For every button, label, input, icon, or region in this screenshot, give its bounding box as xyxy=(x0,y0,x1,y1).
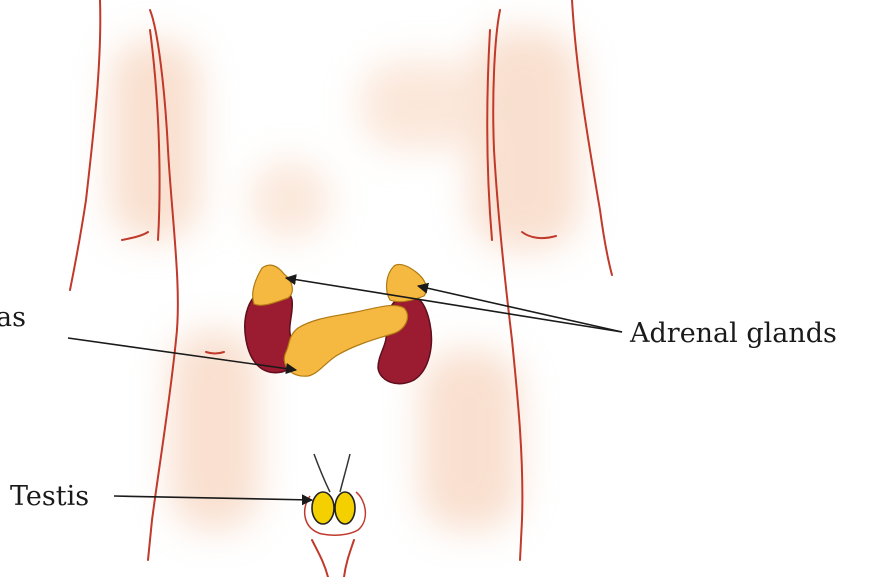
right-elbow-crease xyxy=(521,231,557,240)
torso-right-outline xyxy=(492,9,524,561)
pancreas-leader xyxy=(67,337,298,375)
adrenal-glands-label: Adrenal glands xyxy=(629,318,837,349)
testis-label: Testis xyxy=(10,481,89,512)
adrenal-leader-right xyxy=(416,282,623,333)
torso-left-outline xyxy=(147,9,179,561)
arm-inner-right-outline xyxy=(486,29,493,241)
adrenal-leader-left xyxy=(284,274,623,333)
groin-right-line xyxy=(343,539,355,577)
adrenal-glands xyxy=(252,263,428,306)
pancreas-label: as xyxy=(0,302,26,333)
spermatic-cord-left xyxy=(313,453,331,493)
body-outline xyxy=(69,0,613,577)
left-elbow-crease xyxy=(121,231,149,241)
testes xyxy=(303,453,367,536)
pancreas xyxy=(283,304,409,377)
navel-mark xyxy=(205,351,225,355)
body-shading xyxy=(110,30,580,530)
arm-left-outline xyxy=(69,0,102,291)
leader-lines xyxy=(67,274,623,506)
right-testis xyxy=(334,491,356,525)
spermatic-cord-right xyxy=(339,453,351,493)
left-testis xyxy=(311,491,335,525)
left-adrenal-gland xyxy=(252,264,293,306)
right-adrenal-gland xyxy=(385,263,428,303)
arm-right-outline xyxy=(571,0,613,276)
groin-left-line xyxy=(311,539,329,577)
scrotum-outline xyxy=(303,491,367,536)
testis-leader xyxy=(113,494,314,506)
arm-inner-left-outline xyxy=(149,29,161,241)
